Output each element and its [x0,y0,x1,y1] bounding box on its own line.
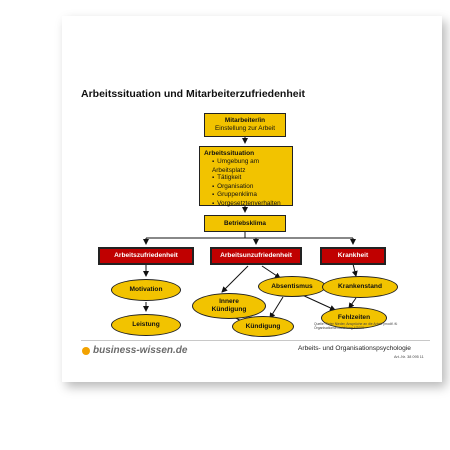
arrow-unzufriedenheit-innere [221,265,249,293]
arrow-krankheit-krankenstand [351,263,358,277]
footer-article-number: Art.-Nr. 38 095 11 [394,355,424,359]
ellipse-absentismus: Absentismus [258,276,326,297]
list-item: Vorgesetztenverhalten [212,200,288,209]
box-mitarbeiter-title: Mitarbeiter/in [224,117,266,124]
arrow-absentismus-fehlzeiten [299,293,336,311]
ellipse-kuendigung: Kündigung [232,316,294,337]
brand-dot-icon [82,346,90,355]
footer-divider [81,340,430,341]
ellipse-leistung: Leistung [111,314,181,336]
box-arbeitssituation: Arbeitssituation Umgebung am Arbeitsplat… [199,146,293,209]
brand-name: business-wissen.de [93,345,188,356]
ellipse-motivation: Motivation [111,279,181,301]
list-item: Gruppenklima [212,191,288,200]
list-item: Tätigkeit [212,174,288,183]
box-mitarbeiter: Mitarbeiter/in Einstellung zur Arbeit [204,113,286,137]
footer-title: Arbeits- und Organisationspsychologie [298,345,411,352]
list-item: Umgebung am Arbeitsplatz [212,158,288,174]
diagram-title: Arbeitssituation und Mitarbeiterzufriede… [81,88,306,100]
ellipse-krankenstand: Krankenstand [322,276,398,298]
source-note: Quelle: Peter Nieder, Ansprüche an die A… [314,322,398,331]
brand-logo: business-wissen.de [82,345,187,356]
arrow-absentismus-kuendigung [269,296,284,319]
ellipse-innere-kuendigung: Innere Kündigung [192,293,266,319]
box-arbeitszufriedenheit: Arbeitszufriedenheit [98,247,194,265]
box-arbeitsunzufriedenheit: Arbeitsunzufriedenheit [210,247,302,265]
arbeitssituation-list: Umgebung am Arbeitsplatz Tätigkeit Organ… [204,158,288,209]
ellipse-fehlzeiten: Fehlzeiten [321,307,387,329]
list-item: Organisation [212,183,288,192]
box-mitarbeiter-subtitle: Einstellung zur Arbeit [214,125,276,132]
box-krankheit: Krankheit [320,247,386,265]
box-arbeitssituation-title: Arbeitssituation [204,150,255,157]
box-betriebsklima: Betriebsklima [204,215,286,232]
